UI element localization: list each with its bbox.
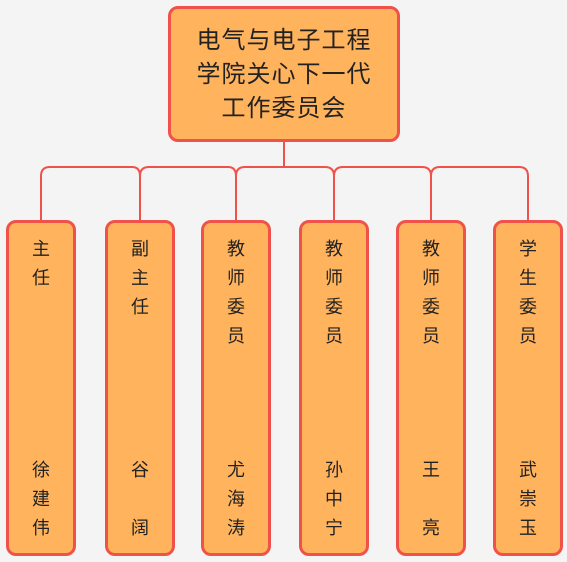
role-char: 教 xyxy=(227,239,245,260)
name-char: 王 xyxy=(422,460,440,481)
branch-3 xyxy=(333,166,432,220)
branch-1 xyxy=(139,166,237,220)
role-char: 任 xyxy=(131,297,149,318)
member-role: 主 任 xyxy=(9,235,73,293)
member-name: 王 亮 xyxy=(399,456,463,543)
role-char: 员 xyxy=(519,326,537,347)
branch-2 xyxy=(235,166,335,220)
name-char: 徐 xyxy=(32,460,50,481)
member-node-student: 学 生 委 员 武 崇 玉 xyxy=(493,220,563,556)
committee-node: 电气与电子工程 学院关心下一代 工作委员会 xyxy=(168,6,400,142)
name-char: 中 xyxy=(325,489,343,510)
role-char: 生 xyxy=(519,268,537,289)
member-role: 教 师 委 员 xyxy=(399,235,463,351)
name-char: 阔 xyxy=(131,518,149,539)
committee-title-line-2: 学院关心下一代 xyxy=(196,60,372,88)
role-char: 员 xyxy=(325,326,343,347)
member-node-teacher-1: 教 师 委 员 尤 海 涛 xyxy=(201,220,271,556)
role-char: 任 xyxy=(32,268,50,289)
name-char: 亮 xyxy=(422,518,440,539)
member-name: 尤 海 涛 xyxy=(204,456,268,543)
member-node-teacher-2: 教 师 委 员 孙 中 宁 xyxy=(299,220,369,556)
name-char: 孙 xyxy=(325,460,343,481)
committee-title-line-1: 电气与电子工程 xyxy=(196,26,372,54)
name-char: 武 xyxy=(519,460,537,481)
name-char: 尤 xyxy=(227,460,245,481)
member-role: 教 师 委 员 xyxy=(204,235,268,351)
role-char: 委 xyxy=(325,297,343,318)
role-char: 委 xyxy=(227,297,245,318)
role-char: 员 xyxy=(422,326,440,347)
member-role: 学 生 委 员 xyxy=(496,235,560,351)
branch-0 xyxy=(40,166,141,220)
member-name: 谷 阔 xyxy=(108,456,172,543)
member-role: 副 主 任 xyxy=(108,235,172,322)
role-char: 主 xyxy=(131,268,149,289)
member-node-teacher-3: 教 师 委 员 王 亮 xyxy=(396,220,466,556)
role-char: 员 xyxy=(227,326,245,347)
member-role: 教 师 委 员 xyxy=(302,235,366,351)
role-char: 师 xyxy=(227,268,245,289)
role-char: 师 xyxy=(422,268,440,289)
name-char: 宁 xyxy=(325,518,343,539)
name-char: 涛 xyxy=(227,518,245,539)
name-char: 玉 xyxy=(519,518,537,539)
member-name: 武 崇 玉 xyxy=(496,456,560,543)
member-node-deputy-director: 副 主 任 谷 阔 xyxy=(105,220,175,556)
role-char: 学 xyxy=(519,239,537,260)
name-char: 建 xyxy=(32,489,50,510)
role-char: 副 xyxy=(131,239,149,260)
member-name: 孙 中 宁 xyxy=(302,456,366,543)
member-name: 徐 建 伟 xyxy=(9,456,73,543)
role-char: 主 xyxy=(32,239,50,260)
name-char: 海 xyxy=(227,489,245,510)
name-char: 谷 xyxy=(131,460,149,481)
name-char: 崇 xyxy=(519,489,537,510)
member-node-director: 主 任 徐 建 伟 xyxy=(6,220,76,556)
branch-4 xyxy=(430,166,529,220)
role-char: 教 xyxy=(325,239,343,260)
role-char: 委 xyxy=(422,297,440,318)
committee-title-line-3: 工作委员会 xyxy=(221,94,347,122)
name-char: 伟 xyxy=(32,518,50,539)
role-char: 师 xyxy=(325,268,343,289)
role-char: 委 xyxy=(519,297,537,318)
role-char: 教 xyxy=(422,239,440,260)
